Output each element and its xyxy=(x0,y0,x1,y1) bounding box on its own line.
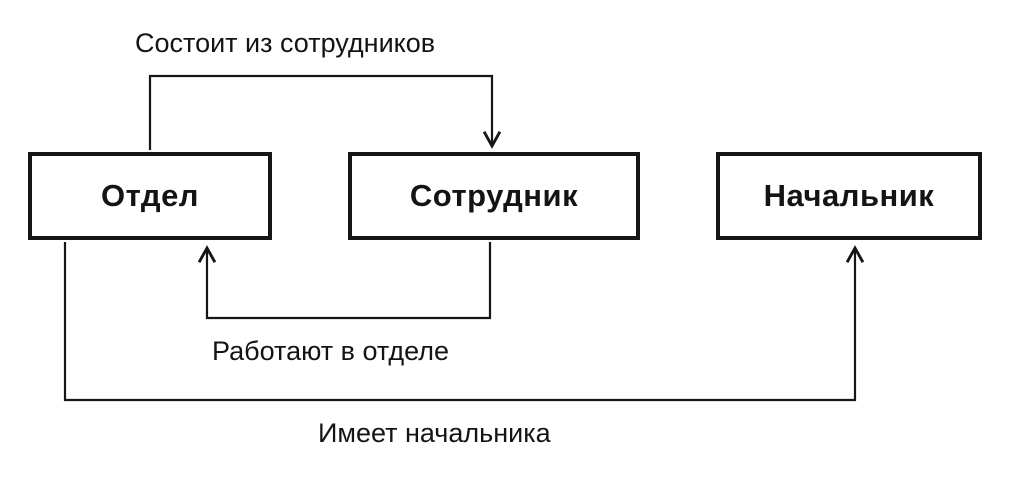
relation-label-consists: Состоит из сотрудников xyxy=(135,28,436,58)
entity-nachalnik: Начальник xyxy=(716,152,982,240)
connector-consists xyxy=(148,74,502,150)
entity-nachalnik-label: Начальник xyxy=(763,178,935,213)
entity-sotrudnik-label: Сотрудник xyxy=(409,178,579,213)
relation-label-work: Работают в отделе xyxy=(212,336,450,366)
connector-hasboss xyxy=(63,242,865,402)
entity-sotrudnik: Сотрудник xyxy=(348,152,640,240)
entity-otdel: Отдел xyxy=(28,152,272,240)
connector-work xyxy=(197,242,492,320)
relation-label-hasboss: Имеет начальника xyxy=(318,418,551,448)
entity-otdel-label: Отдел xyxy=(101,178,199,213)
